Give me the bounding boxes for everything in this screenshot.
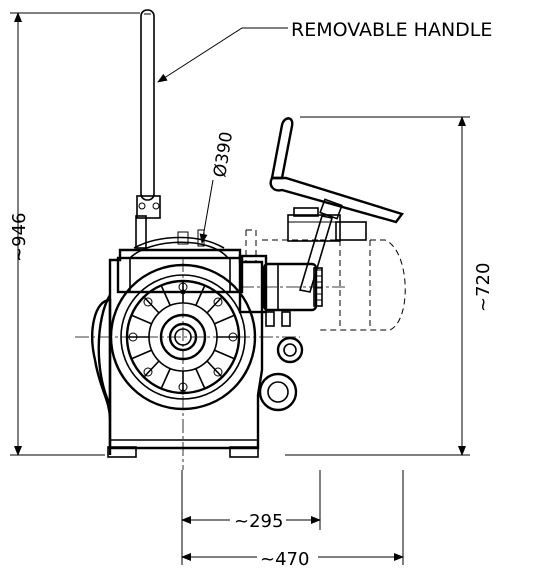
removable-handle-label: REMOVABLE HANDLE bbox=[291, 19, 492, 41]
motor-height-label: ~720 bbox=[473, 263, 494, 312]
handle-leader-line bbox=[157, 27, 288, 83]
winch-body bbox=[75, 229, 304, 470]
crank-handle bbox=[269, 117, 404, 293]
diameter-label: Ø390 bbox=[210, 130, 237, 178]
width-470-label: ~470 bbox=[260, 549, 309, 569]
width-295-label: ~295 bbox=[234, 511, 283, 532]
dimension-lines bbox=[10, 12, 470, 565]
motor-assembly bbox=[238, 207, 406, 331]
removable-handle bbox=[135, 9, 161, 249]
overall-height-label: ~946 bbox=[9, 213, 30, 262]
